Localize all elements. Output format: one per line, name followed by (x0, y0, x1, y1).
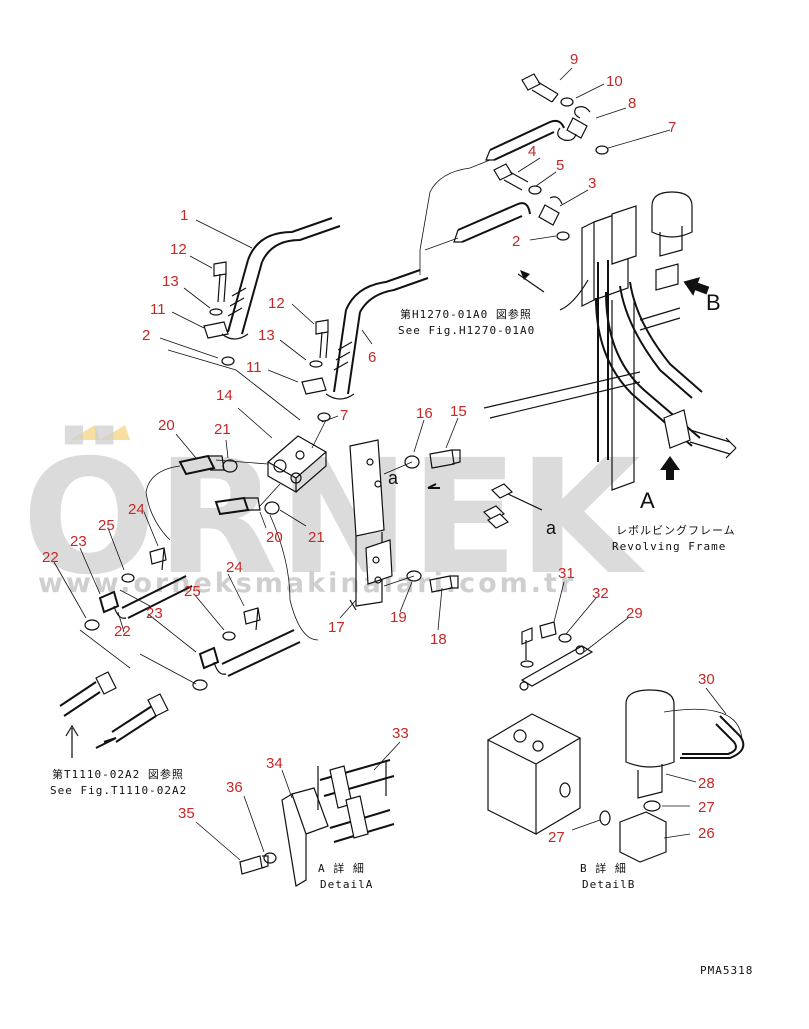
view-letters: B A a a (388, 290, 721, 538)
part-label-12: 12 (170, 241, 187, 258)
part-label-7: 7 (340, 407, 348, 424)
lower-left-fittings (79, 547, 301, 691)
part-label-23: 23 (146, 605, 163, 622)
watermark-url: www.orneksmakinalari.com.tr (38, 568, 576, 599)
revolving-frame-en: Revolving Frame (612, 540, 726, 553)
detail-b-drawing (486, 621, 745, 863)
ref-note-h1270-jp: 第H1270-01A0 図参照 (400, 307, 532, 321)
part-label-13: 13 (258, 327, 275, 344)
part-label-12: 12 (268, 295, 285, 312)
bolt-4-drawing (493, 163, 563, 226)
part-label-21: 21 (308, 529, 325, 546)
part-label-33: 33 (392, 725, 409, 742)
part-label-26: 26 (698, 825, 715, 842)
detail-a-jp: A 詳 細 (318, 861, 365, 875)
part-label-8: 8 (628, 95, 636, 112)
part-labels: 9 10 8 7 4 5 3 2 1 12 13 11 2 12 13 11 6… (42, 51, 715, 846)
part-label-13: 13 (162, 273, 179, 290)
view-letter-a-small-1: a (388, 468, 399, 488)
part-label-24: 24 (226, 559, 243, 576)
detail-a-en: DetailA (320, 878, 373, 891)
part-label-22: 22 (42, 549, 59, 566)
part-label-2: 2 (142, 327, 150, 344)
part-label-15: 15 (450, 403, 467, 420)
part-label-22: 22 (114, 623, 131, 640)
part-label-6: 6 (368, 349, 376, 366)
part-label-36: 36 (226, 779, 243, 796)
part-label-20: 20 (266, 529, 283, 546)
part-label-35: 35 (178, 805, 195, 822)
part-label-10: 10 (606, 73, 623, 90)
revolving-frame-drawing (483, 191, 737, 491)
view-letter-b: B (706, 290, 721, 315)
watermark: ÖRNEK www.orneksmakinalari.com.tr (22, 424, 646, 610)
part-label-23: 23 (70, 533, 87, 550)
revolving-frame-jp: レボルビングフレーム (616, 523, 736, 537)
part-label-19: 19 (390, 609, 407, 626)
part-label-27: 27 (698, 799, 715, 816)
part-label-1: 1 (180, 207, 188, 224)
view-letter-a: A (640, 488, 655, 513)
part-label-25: 25 (98, 517, 115, 534)
part-label-9: 9 (570, 51, 578, 68)
part-label-32: 32 (592, 585, 609, 602)
bracket-17-drawing (349, 439, 393, 611)
part-label-5: 5 (556, 157, 564, 174)
part-label-16: 16 (416, 405, 433, 422)
pipe-1-drawing (221, 217, 341, 340)
ref-note-h1270-en: See Fig.H1270-01A0 (398, 324, 535, 337)
part-label-11: 11 (246, 359, 262, 376)
figure-code: PMA5318 (700, 964, 753, 977)
part-label-14: 14 (216, 387, 233, 404)
ref-note-t1110-en: See Fig.T1110-02A2 (50, 784, 187, 797)
pipe-6-drawing (325, 269, 429, 400)
watermark-main: ÖRNEK (22, 424, 646, 610)
detail-b-jp: B 詳 細 (580, 861, 627, 875)
part-label-25: 25 (184, 583, 201, 600)
view-letter-a-small-2: a (546, 518, 557, 538)
part-label-24: 24 (128, 501, 145, 518)
part-label-17: 17 (328, 619, 345, 636)
part-label-27: 27 (548, 829, 565, 846)
part-label-31: 31 (558, 565, 575, 582)
ref-note-t1110-jp: 第T1110-02A2 図参照 (52, 767, 184, 781)
bolt-9-drawing (521, 73, 591, 141)
part-label-20: 20 (158, 417, 175, 434)
reference-notes: 第H1270-01A0 図参照 See Fig.H1270-01A0 第T111… (50, 307, 753, 977)
detail-b-en: DetailB (582, 878, 635, 891)
part-label-28: 28 (698, 775, 715, 792)
leader-lines (53, 67, 727, 861)
part-label-4: 4 (528, 143, 536, 160)
part-label-21: 21 (214, 421, 231, 438)
part-label-34: 34 (266, 755, 283, 772)
part-label-29: 29 (626, 605, 643, 622)
part-label-18: 18 (430, 631, 447, 648)
line-art (59, 73, 745, 887)
block-14-drawing (266, 435, 328, 494)
part-label-7: 7 (668, 119, 676, 136)
part-label-11: 11 (150, 301, 166, 318)
detail-a-drawing (239, 759, 395, 887)
part-label-3: 3 (588, 175, 596, 192)
part-label-30: 30 (698, 671, 715, 688)
part-label-2: 2 (512, 233, 520, 250)
